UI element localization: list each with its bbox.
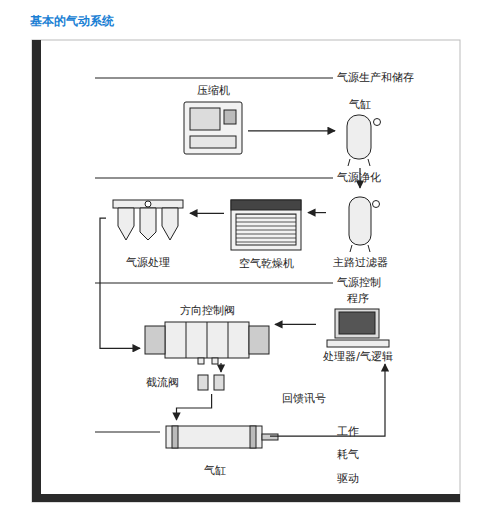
component-label: 方向控制阀 — [180, 304, 235, 318]
component-node: 截流阀 — [146, 372, 228, 394]
section-label: 气源控制 — [337, 276, 381, 290]
section-label: 气源生产和储存 — [337, 71, 414, 85]
cylinder-drawing — [166, 426, 278, 448]
component-label: 程序 — [347, 292, 369, 306]
throttle-valve-drawing — [198, 375, 224, 390]
computer-drawing — [327, 309, 389, 347]
component-node: 气缸 — [335, 98, 385, 168]
component-label: 气缸 — [349, 98, 371, 112]
frl-unit-drawing — [113, 200, 183, 240]
section-label: 回馈讯号 — [282, 392, 326, 406]
component-label: 空气乾燥机 — [239, 257, 294, 271]
air-line — [100, 218, 140, 348]
air-line — [190, 213, 224, 214]
component-label: 主路过滤器 — [333, 256, 388, 270]
component-label: 气源处理 — [126, 256, 170, 270]
diagram-title: 基本的气动系统 — [30, 14, 114, 28]
air-line — [220, 363, 221, 372]
component-node: 空气乾燥机 — [224, 194, 308, 271]
component-node: 程序处理器/气逻辑 — [316, 292, 400, 364]
component-node: 方向控制阀 — [140, 304, 275, 363]
air-line — [248, 130, 335, 131]
component-label: 截流阀 — [146, 376, 179, 390]
section-label: 驱动 — [337, 472, 359, 486]
air-line — [177, 394, 212, 420]
component-node: 气缸 — [160, 420, 270, 478]
panel-edge — [32, 494, 460, 502]
section-label: 气源净化 — [337, 171, 381, 185]
component-label: 压缩机 — [197, 84, 230, 98]
component-node: 主路过滤器 — [326, 188, 394, 270]
panel — [32, 40, 460, 502]
component-node: 压缩机 — [178, 84, 248, 162]
valve-drawing — [145, 322, 269, 364]
air-line — [275, 324, 316, 325]
main-filter-drawing — [349, 197, 380, 252]
component-node: 气源处理 — [106, 196, 190, 270]
panel-edge — [32, 40, 41, 502]
air-line — [270, 364, 385, 436]
air-dryer-drawing — [231, 200, 301, 250]
air-line — [308, 212, 326, 213]
compressor-drawing — [184, 102, 242, 154]
component-label: 处理器/气逻辑 — [323, 350, 393, 364]
section-label: 工作 — [337, 425, 359, 439]
section-label: 耗气 — [337, 448, 359, 462]
tank-drawing — [347, 115, 381, 166]
component-label: 气缸 — [204, 464, 226, 478]
